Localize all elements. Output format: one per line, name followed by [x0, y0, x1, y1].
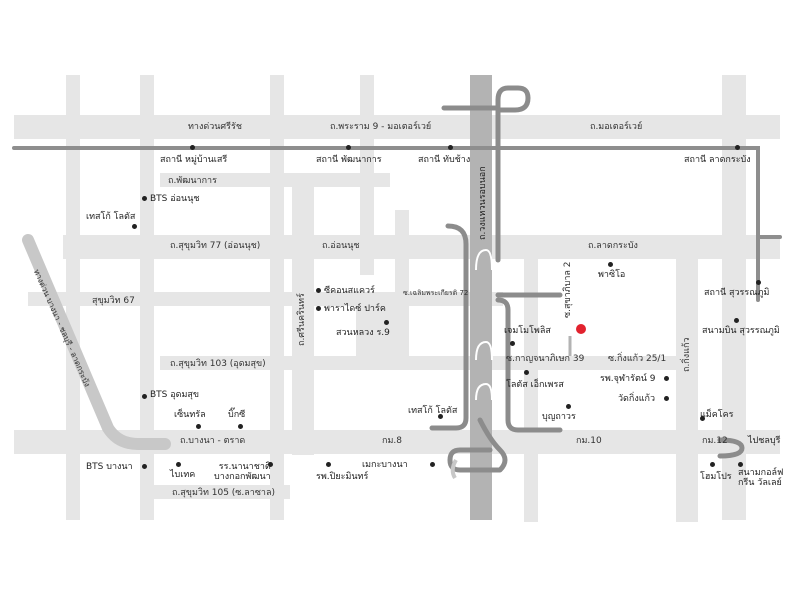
road-label-kingkaeo: ถ.กิ่งแก้ว [682, 337, 692, 372]
station-dot [190, 145, 195, 150]
poi-suvarnabhumi-airport: สนามบิน สุวรรณภูมิ [702, 326, 780, 336]
station-muban-seri: สถานี หมู่บ้านเสรี [160, 155, 228, 165]
poi-dot [142, 394, 147, 399]
poi-dot [664, 396, 669, 401]
poi-dot [316, 306, 321, 311]
poi-dot [176, 462, 181, 467]
poi-tesco-lotus-2: เทสโก้ โลตัส [408, 406, 458, 416]
poi-pasio: พาซิโอ [598, 270, 626, 280]
poi-juthaprasat: รพ.จุฬารัตน์ 9 [600, 374, 656, 384]
poi-dot [384, 320, 389, 325]
ring-road-band [470, 75, 492, 520]
station-latkrabang: สถานี ลาดกระบัง [684, 155, 751, 165]
poi-lotus-express: โลตัส เอ็กเพรส [506, 380, 564, 390]
location-marker[interactable] [576, 324, 586, 334]
station-dot [346, 145, 351, 150]
poi-dot [756, 280, 761, 285]
poi-paradise-park: พาราไดซ์ ปาร์ค [324, 304, 386, 314]
poi-chonburi: ไปชลบุรี [748, 436, 781, 446]
road-label-srinakarin: ถ.ศรีนครินทร์ [297, 293, 307, 346]
poi-dot [316, 288, 321, 293]
poi-dot [608, 262, 613, 267]
road-label-sukhumvit103: ถ.สุขุมวิท 103 (อุดมสุข) [170, 359, 266, 369]
station-dot [735, 145, 740, 150]
poi-bts-bangna: BTS บางนา [86, 462, 133, 472]
poi-suan-luang: สวนหลวง ร.9 [336, 328, 390, 338]
airport-rail-link [12, 146, 782, 239]
poi-dot [738, 462, 743, 467]
poi-gem-metropolis: เจมโมโพลิส [504, 326, 551, 336]
poi-bangkok-patana: รร.นานาชาติ บางกอกพัฒนา [214, 462, 271, 482]
road-label-onnut: ถ.อ่อนนุช [322, 241, 360, 251]
poi-dot [268, 462, 273, 467]
poi-dot [664, 376, 669, 381]
poi-homepro: โฮมโปร [700, 472, 732, 482]
poi-bts-udomsuk: BTS อุดมสุข [150, 390, 200, 400]
poi-wat-kingkaeo: วัดกิ่งแก้ว [618, 394, 656, 404]
poi-central: เซ็นทรัล [174, 410, 206, 420]
poi-dot [524, 370, 529, 375]
station-thap-chang: สถานี ทับช้าง [418, 155, 471, 165]
road-label-kingkaeo25-1: ซ.กิ่งแก้ว 25/1 [608, 354, 667, 364]
road-label-km12: กม.12 [702, 436, 728, 446]
road-label-chaloem72: ซ.เฉลิมพระเกียรติ 72 [403, 289, 469, 297]
poi-seacon-square: ซีคอนสแควร์ [324, 286, 375, 296]
road-label-sukhumvit67: สุขุมวิท 67 [92, 296, 135, 306]
poi-bts-onnut: BTS อ่อนนุช [150, 194, 200, 204]
road-label-bangna-trat: ถ.บางนา - ตราด [180, 436, 246, 446]
road-label-sukhumvit105: ถ.สุขุมวิท 105 (ซ.ลาซาล) [172, 488, 276, 498]
road-label-expressway-sirat: ทางด่วนศรีรัช [188, 122, 242, 132]
poi-dot [700, 416, 705, 421]
poi-dot [510, 341, 515, 346]
road-label-kanchanaphisek39: ซ.กาญจนาภิเษก 39 [506, 354, 585, 364]
poi-st-suvarnabhumi: สถานี สุวรรณภูมิ [704, 288, 770, 298]
road-label-phatthanakan: ถ.พัฒนาการ [168, 176, 217, 186]
poi-dot [430, 462, 435, 467]
poi-mega-bangna: เมกะบางนา [362, 460, 408, 470]
poi-big-c: บิ๊กซี [228, 410, 246, 420]
road-label-sukhumvit77: ถ.สุขุมวิท 77 (อ่อนนุช) [170, 241, 261, 251]
poi-dot [734, 318, 739, 323]
poi-dot [142, 464, 147, 469]
poi-dot [238, 424, 243, 429]
road-label-km10: กม.10 [576, 436, 602, 446]
poi-piyamin-hospital: รพ.ปิยะมินทร์ [316, 472, 369, 482]
road-label-motorway: ถ.มอเตอร์เวย์ [590, 122, 643, 132]
poi-bitec: ไบเทค [170, 470, 196, 480]
poi-dot [326, 462, 331, 467]
poi-dot [196, 424, 201, 429]
station-dot [448, 145, 453, 150]
road-label-latkrabang: ถ.ลาดกระบัง [588, 241, 638, 251]
poi-dot [438, 414, 443, 419]
road-label-sukhaphiban2: ซ.สุขาภิบาล 2 [563, 261, 573, 318]
poi-tesco-lotus-1: เทสโก้ โลตัส [86, 212, 136, 222]
road-label-ring-road: ถ.วงแหวนรอบนอก [478, 166, 488, 240]
poi-dot [566, 404, 571, 409]
poi-green-valley: สนามกอล์ฟ กรีน วัลเลย์ [738, 468, 784, 488]
station-phatthanakan: สถานี พัฒนาการ [316, 155, 382, 165]
poi-makro: แม็คโคร [700, 410, 734, 420]
poi-bunthavorn: บุญถาวร [542, 412, 576, 422]
poi-dot [710, 462, 715, 467]
road-label-km8: กม.8 [382, 436, 402, 446]
road-label-rama9: ถ.พระราม 9 - มอเตอร์เวย์ [330, 122, 432, 132]
poi-dot [132, 224, 137, 229]
poi-dot [142, 196, 147, 201]
